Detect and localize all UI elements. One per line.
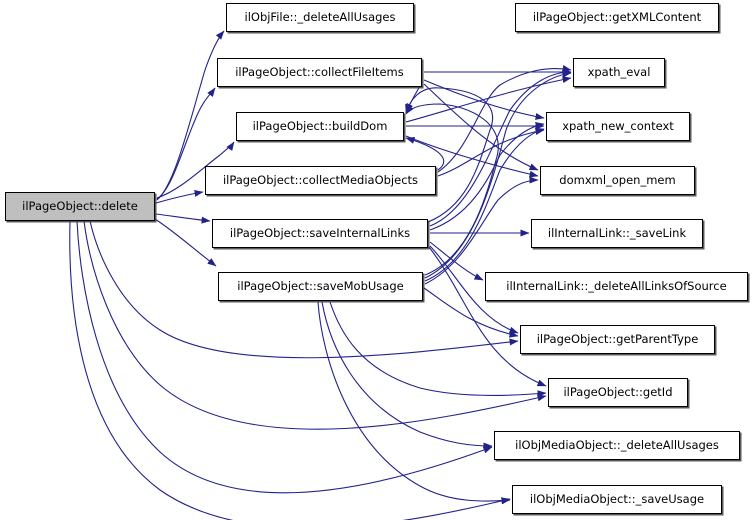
call-edge	[155, 189, 204, 204]
graph-node-xpath_eval[interactable]: xpath_eval	[573, 58, 665, 87]
call-edge	[156, 30, 225, 201]
call-edge	[423, 83, 539, 171]
call-edge	[424, 127, 545, 282]
graph-node-saveMobUsage[interactable]: ilPageObject::saveMobUsage	[218, 272, 423, 301]
call-edge	[156, 87, 216, 200]
call-edge	[405, 87, 494, 223]
call-edge	[405, 76, 572, 123]
call-edge	[83, 220, 547, 430]
graph-node-getId[interactable]: ilPageObject::getId	[548, 378, 688, 407]
call-edge	[429, 241, 484, 281]
call-edge	[423, 287, 519, 338]
call-edge	[69, 220, 511, 520]
call-edge	[405, 135, 539, 178]
graph-node-getXMLContent[interactable]: ilPageObject::getXMLContent	[515, 3, 719, 32]
call-edge	[89, 220, 519, 359]
call-edge	[424, 70, 572, 279]
edges-group	[69, 30, 572, 520]
call-edge	[321, 301, 493, 450]
call-edge	[155, 213, 211, 224]
graph-node-buildDom[interactable]: ilPageObject::buildDom	[236, 112, 404, 141]
call-edge	[437, 64, 572, 173]
graph-node-mob_deleteAllUsages[interactable]: ilObjMediaObject::_deleteAllUsages	[494, 431, 740, 460]
graph-node-saveInternalLinks[interactable]: ilPageObject::saveInternalLinks	[212, 219, 428, 248]
call-edge	[424, 176, 539, 285]
graph-node-domxml_open_mem[interactable]: domxml_open_mem	[540, 166, 695, 195]
call-edge	[423, 79, 545, 120]
call-edge	[156, 141, 235, 199]
graph-node-collectMediaObjects[interactable]: ilPageObject::collectMediaObjects	[205, 166, 436, 195]
graph-node-getParentType[interactable]: ilPageObject::getParentType	[520, 325, 715, 354]
call-edge	[317, 301, 511, 505]
call-edge	[154, 218, 217, 267]
graph-node-saveLink[interactable]: ilInternalLink::_saveLink	[531, 219, 703, 248]
call-edge	[76, 220, 493, 494]
graph-node-xpath_new_context[interactable]: xpath_new_context	[546, 112, 690, 141]
call-edge	[329, 301, 547, 398]
call-edge	[429, 68, 572, 227]
call-edge	[405, 137, 445, 171]
graph-node-deleteAllLinksOfSource[interactable]: ilInternalLink::_deleteAllLinksOfSource	[485, 272, 748, 301]
graph-node-mob_saveUsage[interactable]: ilObjMediaObject::_saveUsage	[512, 485, 722, 514]
graph-node-objfile_deleteall[interactable]: ilObjFile::_deleteAllUsages	[226, 3, 414, 32]
graph-node-delete[interactable]: ilPageObject::delete	[5, 192, 155, 221]
call-edge	[429, 245, 519, 334]
graph-node-collectFileItems[interactable]: ilPageObject::collectFileItems	[217, 58, 422, 87]
